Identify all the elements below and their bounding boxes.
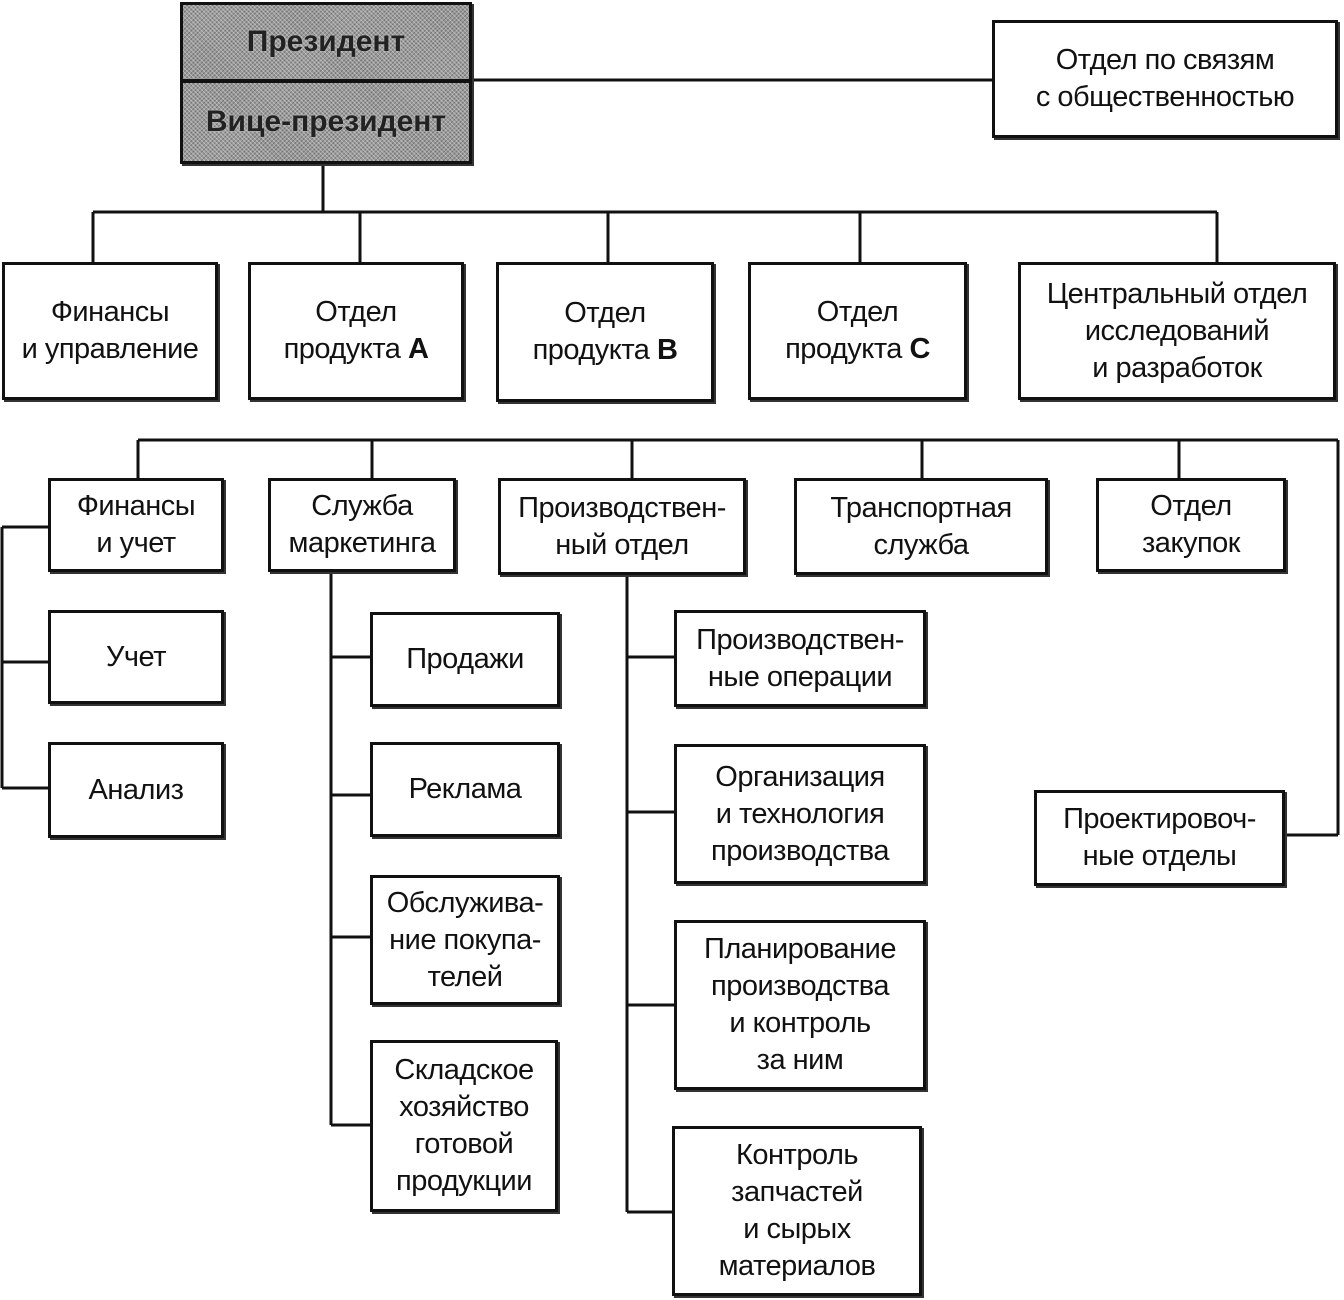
node-label-line: готовой	[414, 1128, 514, 1160]
node-finished-goods-warehouse: Складское хозяйство готовой продукции	[370, 1040, 558, 1212]
node-label-line: и учет	[96, 527, 176, 559]
node-label-line: закупок	[1142, 527, 1240, 559]
node-label-line: исследований	[1084, 314, 1270, 347]
node-label-line: Отдел	[816, 296, 899, 328]
node-label-line: Анализ	[88, 773, 184, 806]
node-label-line: производства	[711, 834, 889, 867]
node-production-planning-control: Планирование производства и контроль за ним	[674, 920, 926, 1090]
node-label-line: ные операции	[707, 660, 893, 693]
node-label-line: Контроль	[736, 1139, 858, 1171]
node-finance-accounting: Финансы и учет	[48, 478, 224, 572]
node-label-line: Служба	[311, 490, 413, 522]
node-customer-service: Обслужива-ние покупа-телей	[370, 875, 560, 1005]
node-production-organization-technology: Организация и технология производства	[674, 744, 926, 884]
node-label-line: продукта A	[283, 333, 429, 365]
node-label-line: Планирование	[704, 933, 896, 965]
node-label-line: продукции	[396, 1165, 532, 1197]
node-label-line: материалов	[718, 1250, 876, 1282]
node-product-a: Отдел продукта A	[248, 262, 464, 400]
node-label-line: телей	[427, 960, 503, 993]
node-label-line: Обслужива-	[386, 886, 544, 919]
node-label-line: ные отделы	[1082, 840, 1237, 872]
node-label-line: за ним	[756, 1044, 844, 1076]
node-advertising: Реклама	[370, 742, 560, 837]
node-label-line: Проектировоч-	[1063, 803, 1256, 835]
node-label-line: запчастей	[731, 1176, 863, 1208]
node-label-line: Финансы	[50, 296, 170, 328]
node-marketing-service: Служба маркетинга	[268, 478, 456, 572]
node-label-line: и разработок	[1092, 351, 1262, 384]
node-label-line: и сырых	[743, 1213, 851, 1245]
node-label-line: с общественностью	[1035, 81, 1295, 113]
node-label-line: Центральный отдел	[1046, 277, 1308, 310]
node-label-line: Реклама	[408, 773, 522, 805]
node-label-line: Отдел	[564, 297, 646, 329]
node-label-line: Производствен-	[696, 623, 904, 656]
node-label-line: служба	[873, 528, 969, 561]
top-management-box: Президент Вице-президент	[180, 2, 472, 164]
node-label-line: и контроль	[729, 1007, 871, 1039]
president-label: Президент	[183, 5, 469, 83]
node-label-line: Организация	[715, 760, 885, 793]
node-sales: Продажи	[370, 612, 560, 707]
node-label-line: Складское	[394, 1054, 534, 1086]
vice-president-label: Вице-президент	[205, 105, 447, 138]
node-label-line: продукта C	[785, 333, 930, 365]
node-product-c: Отдел продукта C	[748, 262, 967, 400]
node-parts-materials-control: Контроль запчастей и сырых материалов	[672, 1126, 922, 1296]
node-transport-service: Транспортная служба	[794, 478, 1048, 575]
node-public-relations: Отдел по связям с общественностью	[992, 20, 1338, 138]
node-production-department: Производствен-ный отдел	[498, 478, 746, 575]
node-label-line: Транспортная	[830, 491, 1012, 524]
node-purchasing: Отдел закупок	[1096, 478, 1286, 572]
node-label-line: Отдел	[1150, 490, 1232, 522]
node-label-line: Финансы	[76, 490, 196, 522]
node-label-line: хозяйство	[399, 1091, 529, 1123]
node-production-operations: Производствен-ные операции	[674, 610, 926, 707]
node-label-line: Производствен-	[518, 491, 726, 524]
node-label-line: Отдел	[315, 296, 397, 328]
node-design-departments: Проектировоч-ные отделы	[1034, 790, 1285, 886]
node-label-line: Учет	[106, 640, 166, 673]
node-accounting: Учет	[48, 610, 224, 704]
node-central-rnd: Центральный отдел исследований и разработо…	[1018, 262, 1336, 400]
node-label-line: и управление	[21, 333, 199, 365]
node-label-line: маркетинга	[288, 527, 436, 559]
node-label-line: Отдел по связям	[1055, 44, 1275, 76]
node-product-b: Отдел продукта B	[496, 262, 714, 402]
node-finance-management: Финансы и управление	[2, 262, 218, 400]
node-label-line: производства	[711, 970, 889, 1002]
node-label-line: ный отдел	[555, 528, 689, 561]
node-label-line: и технология	[715, 797, 885, 830]
node-label-line: ние покупа-	[389, 923, 541, 956]
node-label-line: Продажи	[406, 643, 524, 675]
node-analysis: Анализ	[48, 742, 224, 838]
node-label-line: продукта B	[532, 334, 678, 366]
